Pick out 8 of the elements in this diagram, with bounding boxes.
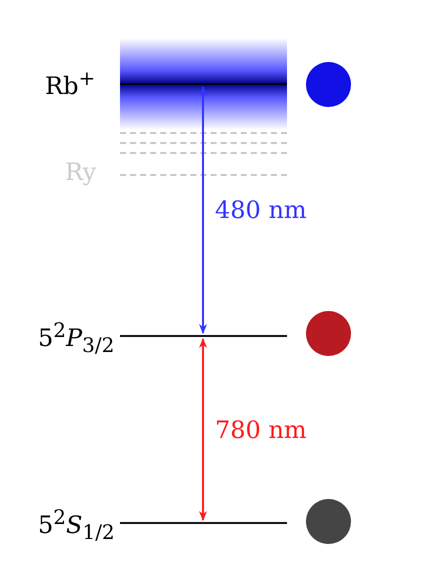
dot-marker <box>306 311 351 356</box>
dot-marker <box>306 499 351 544</box>
transition-arrow <box>199 338 207 521</box>
transition-arrow <box>199 86 207 334</box>
level-label: 5$^{2}$P$_{3/2}$ <box>38 318 114 357</box>
level-label: Rb$^{+}$ <box>45 66 96 100</box>
dot-marker <box>306 62 351 107</box>
level-label: 5$^{2}$S$_{1/2}$ <box>38 505 115 544</box>
